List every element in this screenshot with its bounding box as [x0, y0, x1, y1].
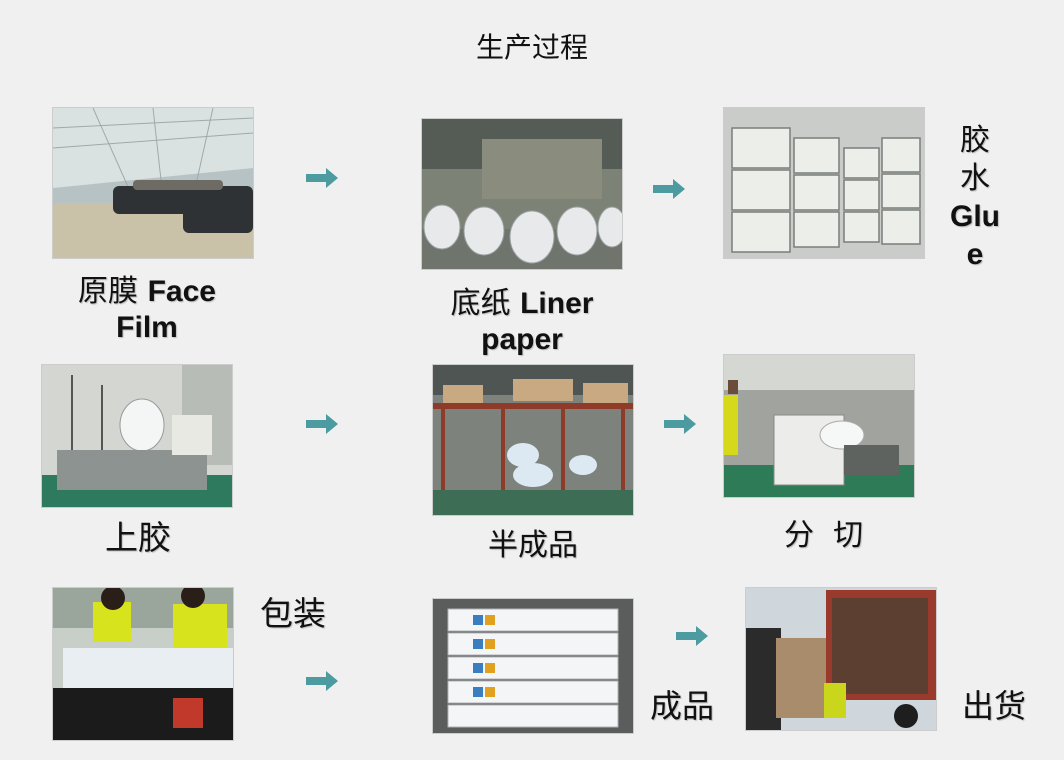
glue-label: 胶 水 Glu e: [950, 123, 1000, 271]
shipping-label: 出货: [962, 687, 1027, 725]
arrow-icon: [664, 414, 696, 434]
liner-paper-photo: [421, 118, 623, 270]
face-film-label: 原膜 Face Film: [78, 274, 216, 344]
packing-label: 包装: [260, 594, 326, 633]
semi-finished-photo: [432, 364, 634, 516]
packing-photo: [52, 587, 234, 741]
face-film-photo: [52, 107, 254, 259]
arrow-icon: [306, 671, 338, 691]
liner-paper-label: 底纸 Liner paper: [450, 286, 594, 356]
semi-finished-label: 半成品: [488, 528, 578, 563]
finished-label: 成品: [650, 687, 715, 725]
coating-label: 上胶: [105, 518, 171, 557]
slitting-label: 分 切: [784, 518, 864, 553]
arrow-icon: [653, 179, 685, 199]
coating-photo: [41, 364, 233, 508]
page-title: 生产过程: [475, 31, 588, 64]
shipping-photo: [745, 587, 937, 731]
arrow-icon: [676, 626, 708, 646]
arrow-icon: [306, 168, 338, 188]
arrow-icon: [306, 414, 338, 434]
slitting-photo: [723, 354, 915, 498]
glue-photo: [723, 107, 925, 259]
finished-photo: [432, 598, 634, 734]
